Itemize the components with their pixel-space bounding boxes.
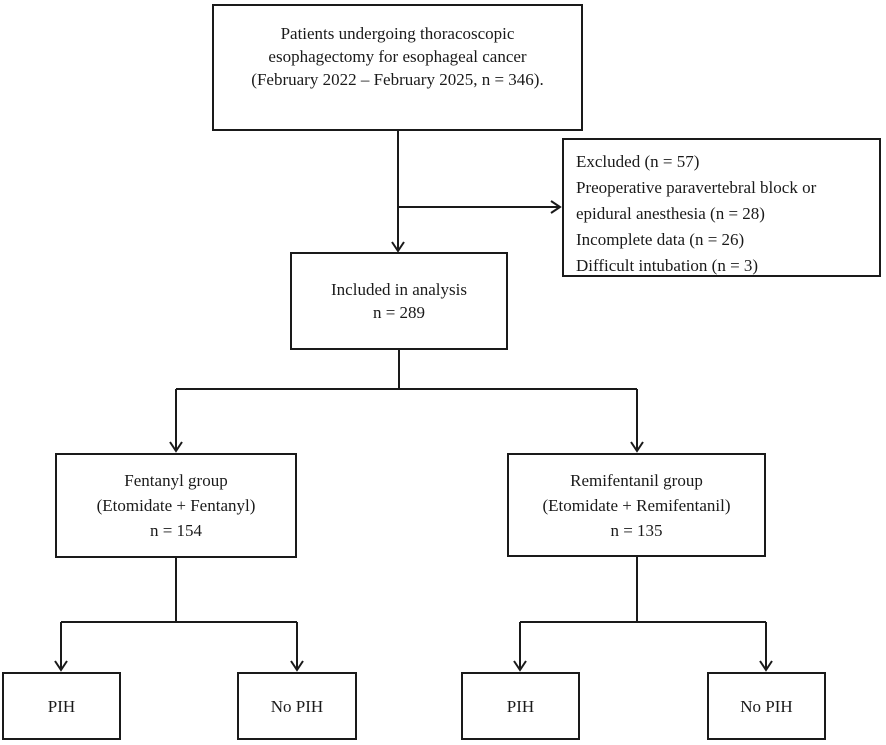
included-line: n = 289	[372, 303, 426, 322]
remifentanil-group-line: Remifentanil group	[570, 470, 703, 490]
fentanyl-group-line: n = 154	[149, 521, 203, 540]
enrollment-line: (February 2022 – February 2025, n = 346)…	[251, 70, 544, 89]
connector-included-to-groups	[175, 350, 638, 449]
fentanyl-pih-box: PIH	[2, 672, 121, 740]
connector-fentanyl-to-outcomes	[60, 558, 298, 668]
remifentanil-no-pih-box: No PIH	[707, 672, 826, 740]
enrollment-box: Patients undergoing thoracoscopic esopha…	[212, 4, 583, 131]
excluded-line: epidural anesthesia (n = 28)	[576, 204, 765, 223]
excluded-line: Preoperative paravertebral block or	[576, 178, 817, 197]
fentanyl-group-box: Fentanyl group (Etomidate + Fentanyl) n …	[55, 453, 297, 558]
included-box: Included in analysis n = 289	[290, 252, 508, 350]
remifentanil-pih-label: PIH	[506, 696, 535, 716]
arrowhead-down-remifentanil-pih	[513, 660, 527, 672]
excluded-box: Excluded (n = 57) Preoperative paraverte…	[562, 138, 881, 277]
fentanyl-no-pih-label: No PIH	[270, 696, 324, 716]
remifentanil-pih-box: PIH	[461, 672, 580, 740]
excluded-line: Excluded (n = 57)	[576, 152, 700, 171]
arrowhead-down-fentanyl	[169, 441, 183, 453]
remifentanil-group-line: n = 135	[610, 520, 663, 540]
enrollment-line: Patients undergoing thoracoscopic	[280, 24, 515, 43]
arrowhead-down-fentanyl-pih	[54, 660, 68, 672]
arrowhead-down-remifentanil	[630, 441, 644, 453]
fentanyl-group-line: Fentanyl group	[124, 471, 228, 490]
excluded-line: Difficult intubation (n = 3)	[576, 256, 759, 275]
remifentanil-group-box: Remifentanil group (Etomidate + Remifent…	[507, 453, 766, 557]
arrowhead-right-excluded	[550, 200, 562, 214]
fentanyl-pih-label: PIH	[47, 696, 76, 716]
arrowhead-down-fentanyl-nopih	[290, 660, 304, 672]
included-line: Included in analysis	[331, 280, 467, 299]
excluded-line: Incomplete data (n = 26)	[576, 230, 745, 249]
remifentanil-group-line: (Etomidate + Remifentanil)	[542, 495, 731, 515]
arrowhead-down-remifentanil-nopih	[759, 660, 773, 672]
enrollment-line: esophagectomy for esophageal cancer	[268, 47, 527, 66]
remifentanil-no-pih-label: No PIH	[740, 696, 793, 716]
fentanyl-group-line: (Etomidate + Fentanyl)	[96, 496, 256, 515]
fentanyl-no-pih-box: No PIH	[237, 672, 357, 740]
connector-remifentanil-to-outcomes	[519, 557, 767, 668]
arrowhead-down-included	[391, 241, 405, 253]
